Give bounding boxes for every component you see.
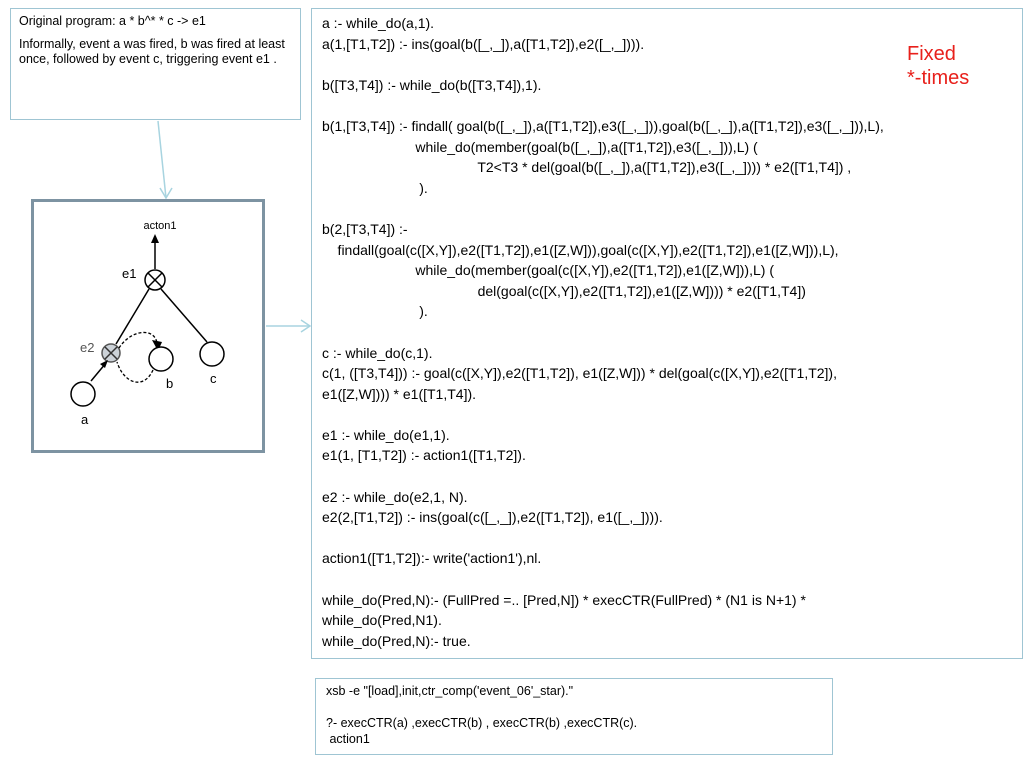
b-label: b bbox=[166, 376, 173, 391]
e1-node bbox=[144, 269, 166, 291]
b-node bbox=[148, 346, 174, 372]
code-line: a :- while_do(a,1). bbox=[322, 15, 435, 31]
description-title: Original program: a * b^* * c -> e1 bbox=[19, 14, 206, 28]
arrowhead bbox=[152, 340, 162, 351]
code-line: ). bbox=[322, 179, 428, 196]
connector-desc-to-diagram bbox=[157, 120, 167, 199]
arrowhead bbox=[100, 360, 108, 368]
a-node bbox=[70, 381, 96, 407]
fixed-times-note: Fixed *-times bbox=[907, 42, 987, 90]
code-line: b(1,[T3,T4]) :- findall( goal(b([_,_]),a… bbox=[322, 117, 884, 134]
event-diagram: acton1 e1 e2 b c a bbox=[70, 220, 225, 427]
code-line: e2 :- while_do(e2,1, N). bbox=[322, 488, 468, 505]
arrowhead bbox=[151, 234, 159, 243]
code-line: while_do(member(goal(c([X,Y]),e2([T1,T2]… bbox=[322, 262, 774, 279]
code-line bbox=[322, 95, 1012, 116]
code-line: e1 :- while_do(e1,1). bbox=[322, 426, 450, 443]
code-line: ). bbox=[322, 303, 428, 320]
code-line bbox=[322, 198, 1012, 219]
note-line: *-times bbox=[907, 67, 970, 89]
code-line: b(2,[T3,T4]) :- bbox=[322, 220, 408, 237]
code-line: T2<T3 * del(goal(b([_,_]),a([T1,T2]),e3(… bbox=[322, 159, 852, 176]
code-line bbox=[322, 466, 1012, 487]
code-line: c :- while_do(c,1). bbox=[322, 344, 433, 361]
e2-node bbox=[101, 343, 121, 363]
code-line: b([T3,T4]) :- while_do(b([T3,T4]),1). bbox=[322, 76, 542, 93]
connector-arrowhead bbox=[300, 319, 312, 333]
loop-e2-to-b bbox=[118, 331, 158, 349]
code-line: del(goal(c([X,Y]),e2([T1,T2]),e1([Z,W]))… bbox=[322, 282, 806, 299]
code-line: c(1, ([T3,T4])) :- goal(c([X,Y]),e2([T1,… bbox=[322, 365, 837, 382]
code-line bbox=[322, 404, 1012, 425]
code-line bbox=[322, 322, 1012, 343]
action-label: acton1 bbox=[143, 220, 176, 232]
c-label: c bbox=[210, 371, 217, 386]
code-line: while_do(Pred,N):- (FullPred =.. [Pred,N… bbox=[322, 591, 806, 608]
code-line: e2(2,[T1,T2]) :- ins(goal(c([_,_]),e2([T… bbox=[322, 509, 663, 526]
code-listing: a :- while_do(a,1). a(1,[T1,T2]) :- ins(g… bbox=[311, 8, 1023, 659]
code-line bbox=[322, 569, 1012, 590]
edge-e2-e1 bbox=[115, 288, 150, 345]
event-diagram-frame: acton1 e1 e2 b c a bbox=[31, 199, 265, 453]
run-line bbox=[326, 699, 822, 715]
e1-label: e1 bbox=[122, 266, 136, 281]
code-line: e1(1, [T1,T2]) :- action1([T1,T2]). bbox=[322, 447, 526, 464]
connector-arrowhead bbox=[159, 187, 173, 200]
run-output-box: xsb -e "[load],init,ctr_comp('event_06'_… bbox=[315, 678, 833, 755]
code-line: while_do(member(goal(b([_,_]),a([T1,T2])… bbox=[322, 138, 758, 155]
a-label: a bbox=[81, 412, 89, 427]
e2-label: e2 bbox=[80, 340, 94, 355]
code-line: findall(goal(c([X,Y]),e2([T1,T2]),e1([Z,… bbox=[322, 241, 839, 258]
code-line: while_do(Pred,N):- true. bbox=[322, 632, 471, 649]
code-line: a(1,[T1,T2]) :- ins(goal(b([_,_]),a([T1,… bbox=[322, 35, 645, 52]
run-line: action1 bbox=[326, 732, 370, 746]
code-line: while_do(Pred,N1). bbox=[322, 612, 442, 629]
c-node bbox=[199, 341, 225, 367]
description-body: Informally, event a was fired, b was fir… bbox=[19, 37, 285, 66]
code-line: e1([Z,W]))) * e1([T1,T4]). bbox=[322, 385, 477, 402]
run-line: xsb -e "[load],init,ctr_comp('event_06'_… bbox=[326, 684, 574, 698]
run-line: ?- execCTR(a) ,execCTR(b) , execCTR(b) ,… bbox=[326, 716, 638, 730]
code-line bbox=[322, 528, 1012, 549]
loop-b-to-e2 bbox=[116, 361, 154, 383]
description-box: Original program: a * b^* * c -> e1 Info… bbox=[10, 8, 301, 120]
edge-c-e1 bbox=[160, 288, 208, 343]
code-line: action1([T1,T2]):- write('action1'),nl. bbox=[322, 550, 542, 567]
note-line: Fixed bbox=[907, 43, 956, 65]
